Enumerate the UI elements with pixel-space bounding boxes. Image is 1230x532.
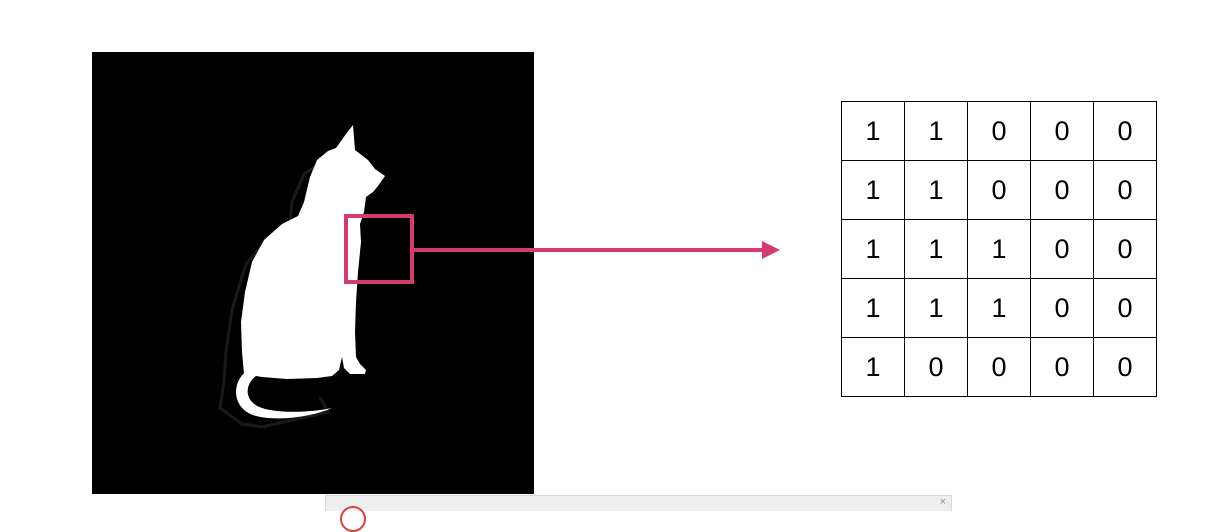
matrix-cell: 0 [905, 338, 968, 397]
matrix-cell: 0 [1031, 220, 1094, 279]
matrix-cell: 1 [905, 279, 968, 338]
matrix-cell: 1 [905, 102, 968, 161]
cat-image-panel [92, 52, 534, 494]
matrix-cell: 0 [1094, 220, 1157, 279]
matrix-cell: 1 [905, 161, 968, 220]
matrix-cell: 0 [968, 102, 1031, 161]
matrix-cell: 0 [1031, 102, 1094, 161]
matrix-cell: 0 [968, 161, 1031, 220]
matrix-cell: 1 [968, 220, 1031, 279]
matrix-cell: 0 [1094, 102, 1157, 161]
matrix-cell: 1 [968, 279, 1031, 338]
matrix-cell: 0 [1094, 279, 1157, 338]
matrix-cell: 0 [1031, 338, 1094, 397]
matrix-cell: 1 [842, 161, 905, 220]
matrix-cell: 0 [968, 338, 1031, 397]
close-icon[interactable]: × [940, 497, 946, 508]
matrix-cell: 0 [1094, 161, 1157, 220]
matrix-cell: 1 [905, 220, 968, 279]
matrix-cell: 0 [1031, 161, 1094, 220]
notification-popup: × [325, 495, 952, 511]
matrix-cell: 1 [842, 102, 905, 161]
matrix-cell: 0 [1031, 279, 1094, 338]
matrix-cell: 0 [1094, 338, 1157, 397]
alert-circle-icon [340, 506, 366, 532]
matrix-cell: 1 [842, 338, 905, 397]
matrix-cell: 1 [842, 279, 905, 338]
matrix-cell: 1 [842, 220, 905, 279]
cat-silhouette [92, 52, 534, 494]
